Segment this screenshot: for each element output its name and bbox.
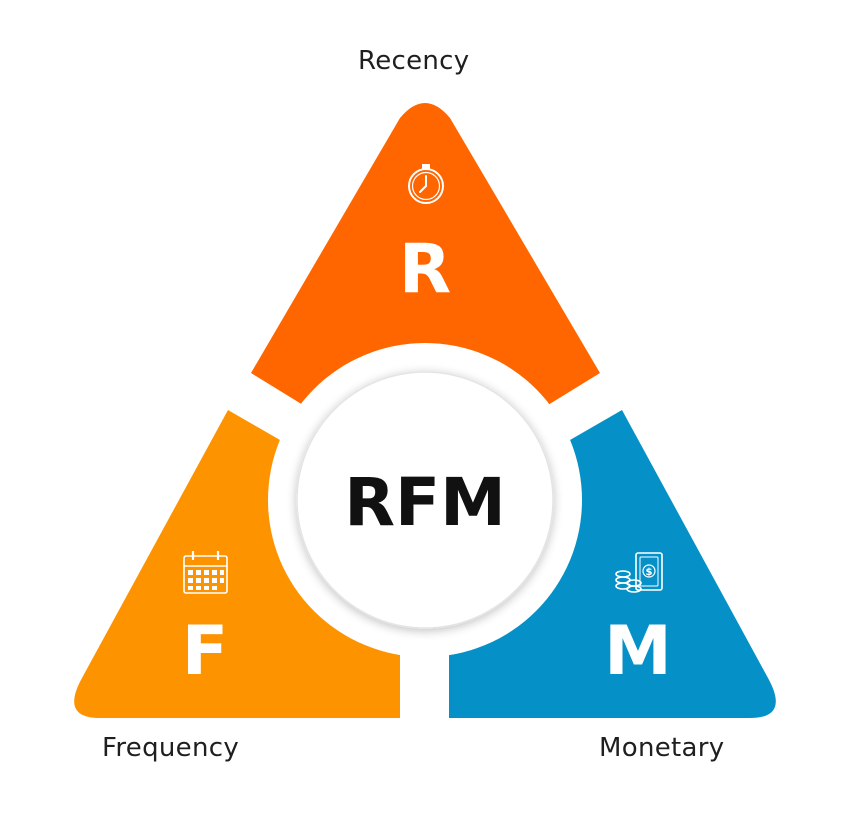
frequency-segment [74, 410, 401, 718]
center-label: RFM [344, 464, 506, 541]
frequency-label: Frequency [102, 733, 240, 763]
recency-segment [251, 103, 600, 405]
svg-text:$: $ [646, 567, 653, 578]
stopwatch-icon [408, 164, 444, 204]
calendar-icon [183, 551, 228, 594]
recency-label: Recency [358, 46, 470, 76]
money-icon: $ [615, 552, 663, 593]
monetary-letter: M [604, 612, 672, 691]
frequency-letter: F [182, 612, 228, 691]
monetary-label: Monetary [599, 733, 725, 763]
center-circle [296, 371, 554, 629]
monetary-segment [449, 410, 776, 718]
recency-letter: R [399, 230, 451, 309]
